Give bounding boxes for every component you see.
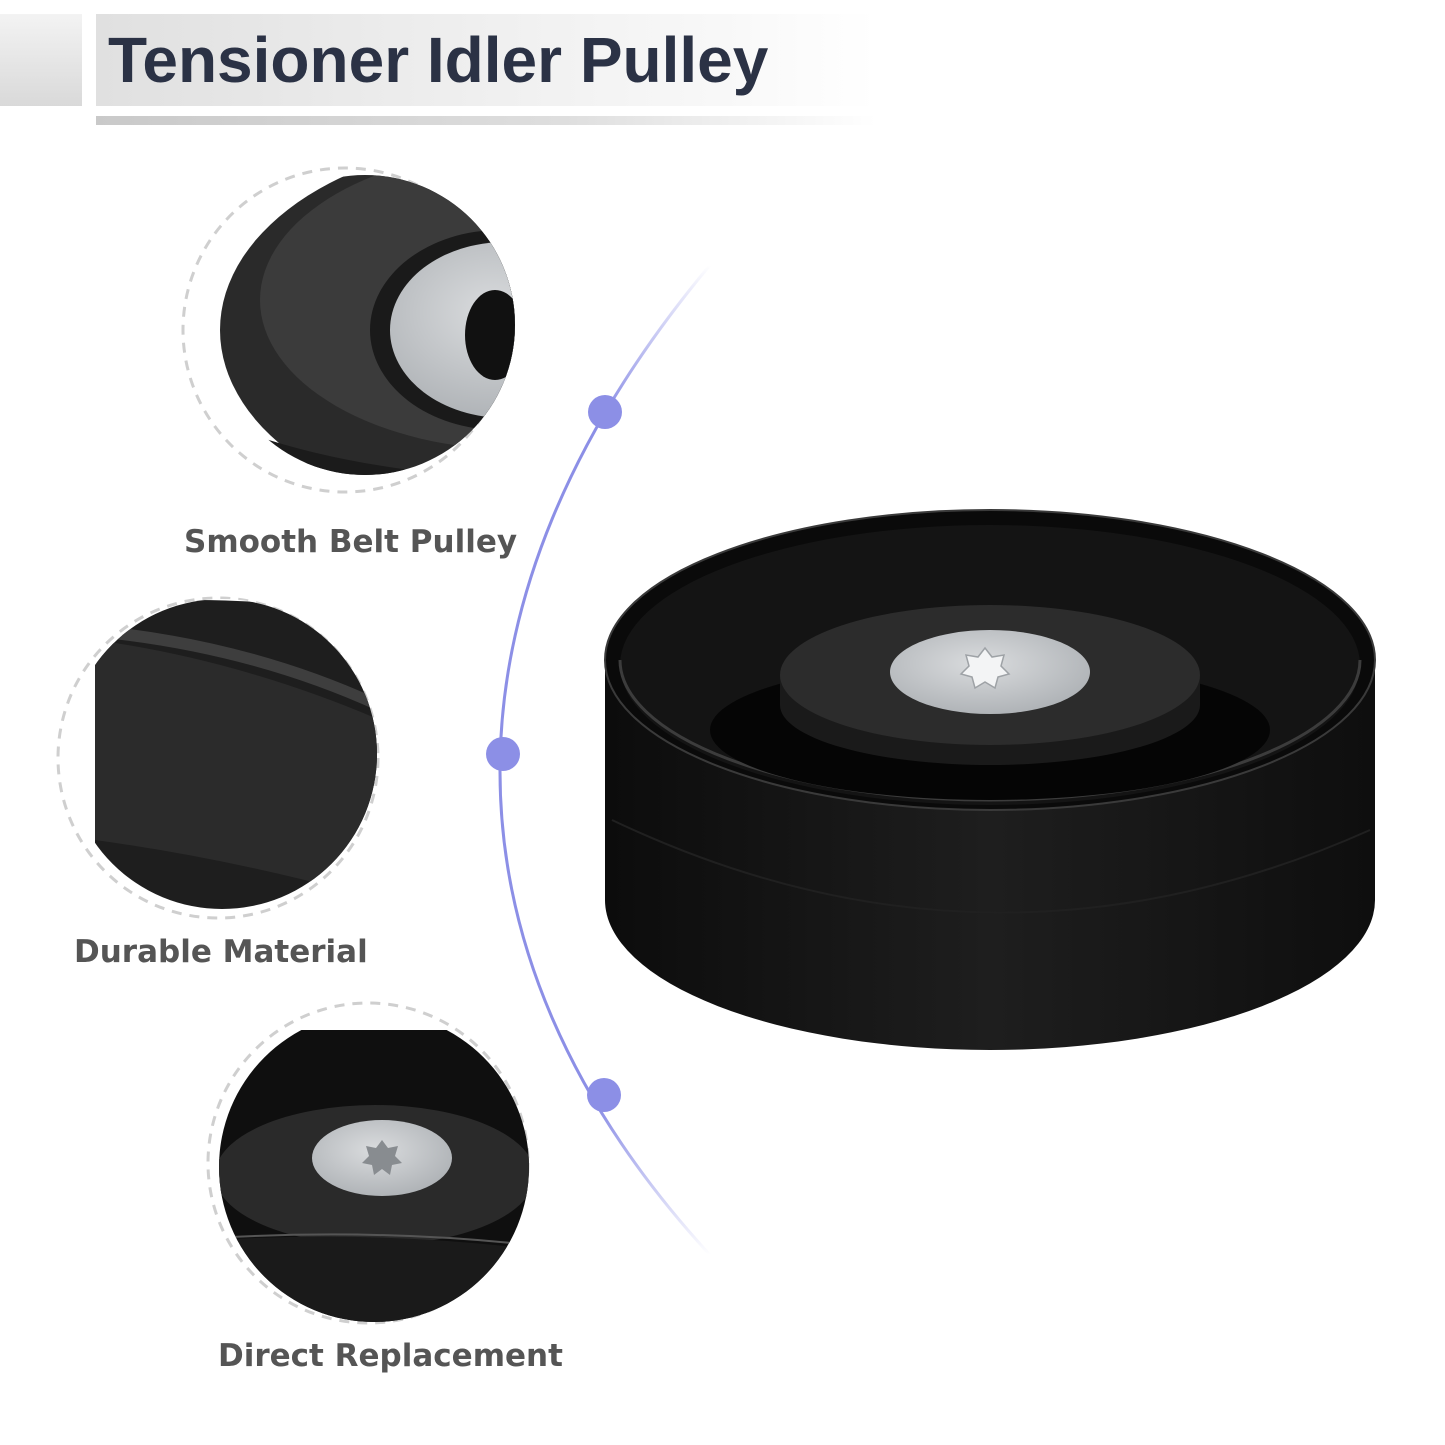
feature-label-direct-replacement: Direct Replacement [218,1338,563,1374]
timeline-dot-3 [587,1078,621,1112]
detail-image-smooth-belt [181,166,515,494]
title-accent-block [0,14,82,106]
detail-image-durable-material [56,596,380,920]
title-banner [96,14,876,106]
timeline-dot-1 [588,395,622,429]
title-underline [96,116,876,125]
feature-label-smooth-belt: Smooth Belt Pulley [184,524,518,560]
feature-label-durable-material: Durable Material [74,934,368,970]
timeline-dot-2 [486,737,520,771]
detail-image-direct-replacement [206,1001,530,1325]
page-title: Tensioner Idler Pulley [108,24,769,96]
main-pulley-image [604,509,1376,1050]
